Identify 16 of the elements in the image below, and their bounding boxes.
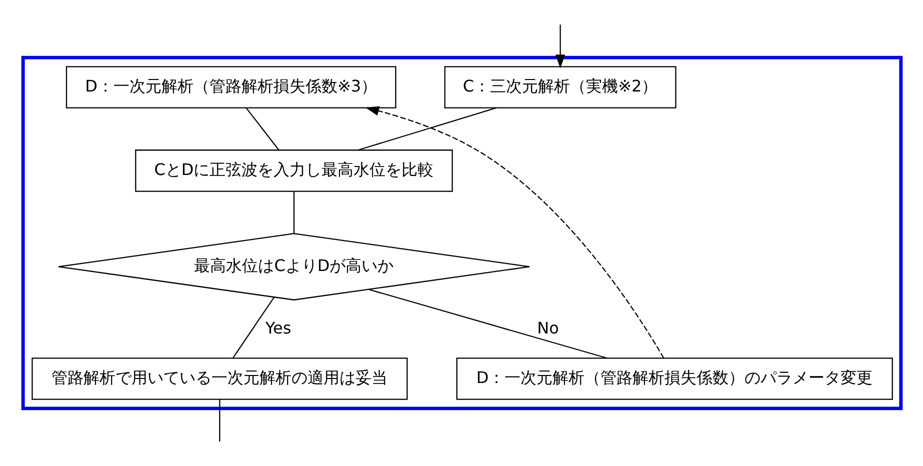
connector xyxy=(232,296,274,358)
arrow xyxy=(555,24,565,68)
node-box: C：三次元解析（実機※2） xyxy=(444,66,676,108)
edge-label: No xyxy=(536,318,558,338)
connector xyxy=(245,108,279,150)
connector xyxy=(292,192,294,234)
node-box: D：一次元解析（管路解析損失係数）のパラメータ変更 xyxy=(456,358,892,400)
node-diamond: 最高水位はCよりDが高いか xyxy=(57,233,530,300)
node-box: D：一次元解析（管路解析損失係数※3） xyxy=(65,66,396,108)
connector xyxy=(358,107,496,151)
connector xyxy=(368,288,607,359)
arrow xyxy=(364,106,664,358)
edge-label: Yes xyxy=(264,318,291,338)
connector xyxy=(218,399,220,442)
node-box: 管路解析で用いている一次元解析の適用は妥当 xyxy=(31,358,408,400)
node-box: CとDに正弦波を入力し最高水位を比較 xyxy=(134,150,452,192)
